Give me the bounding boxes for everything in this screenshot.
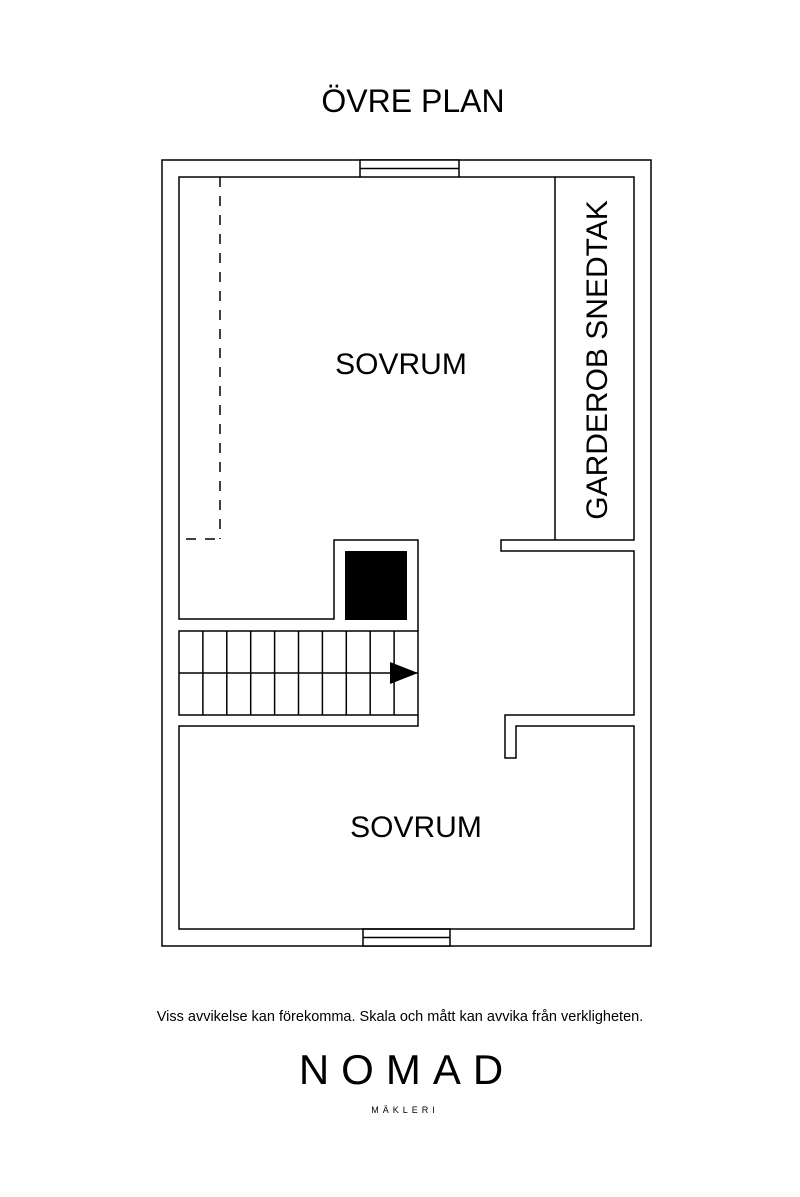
logo-subtitle: MÄKLERI: [371, 1105, 439, 1115]
walls: [161, 159, 652, 947]
upper-room-wall: [178, 176, 419, 631]
room-label-wardrobe: GARDEROB SNEDTAK: [581, 200, 614, 520]
plan-title: ÖVRE PLAN: [321, 83, 504, 119]
disclaimer: Viss avvikelse kan förekomma. Skala och …: [157, 1009, 644, 1025]
logo-name: NOMAD: [299, 1046, 515, 1093]
chimney: [345, 551, 407, 620]
right-walls: [178, 176, 635, 930]
room-label-upper-bedroom: SOVRUM: [335, 348, 467, 381]
stair-arrow-icon: [390, 662, 418, 684]
sloped-ceiling-line: [186, 177, 221, 540]
room-label-lower-bedroom: SOVRUM: [350, 811, 482, 844]
